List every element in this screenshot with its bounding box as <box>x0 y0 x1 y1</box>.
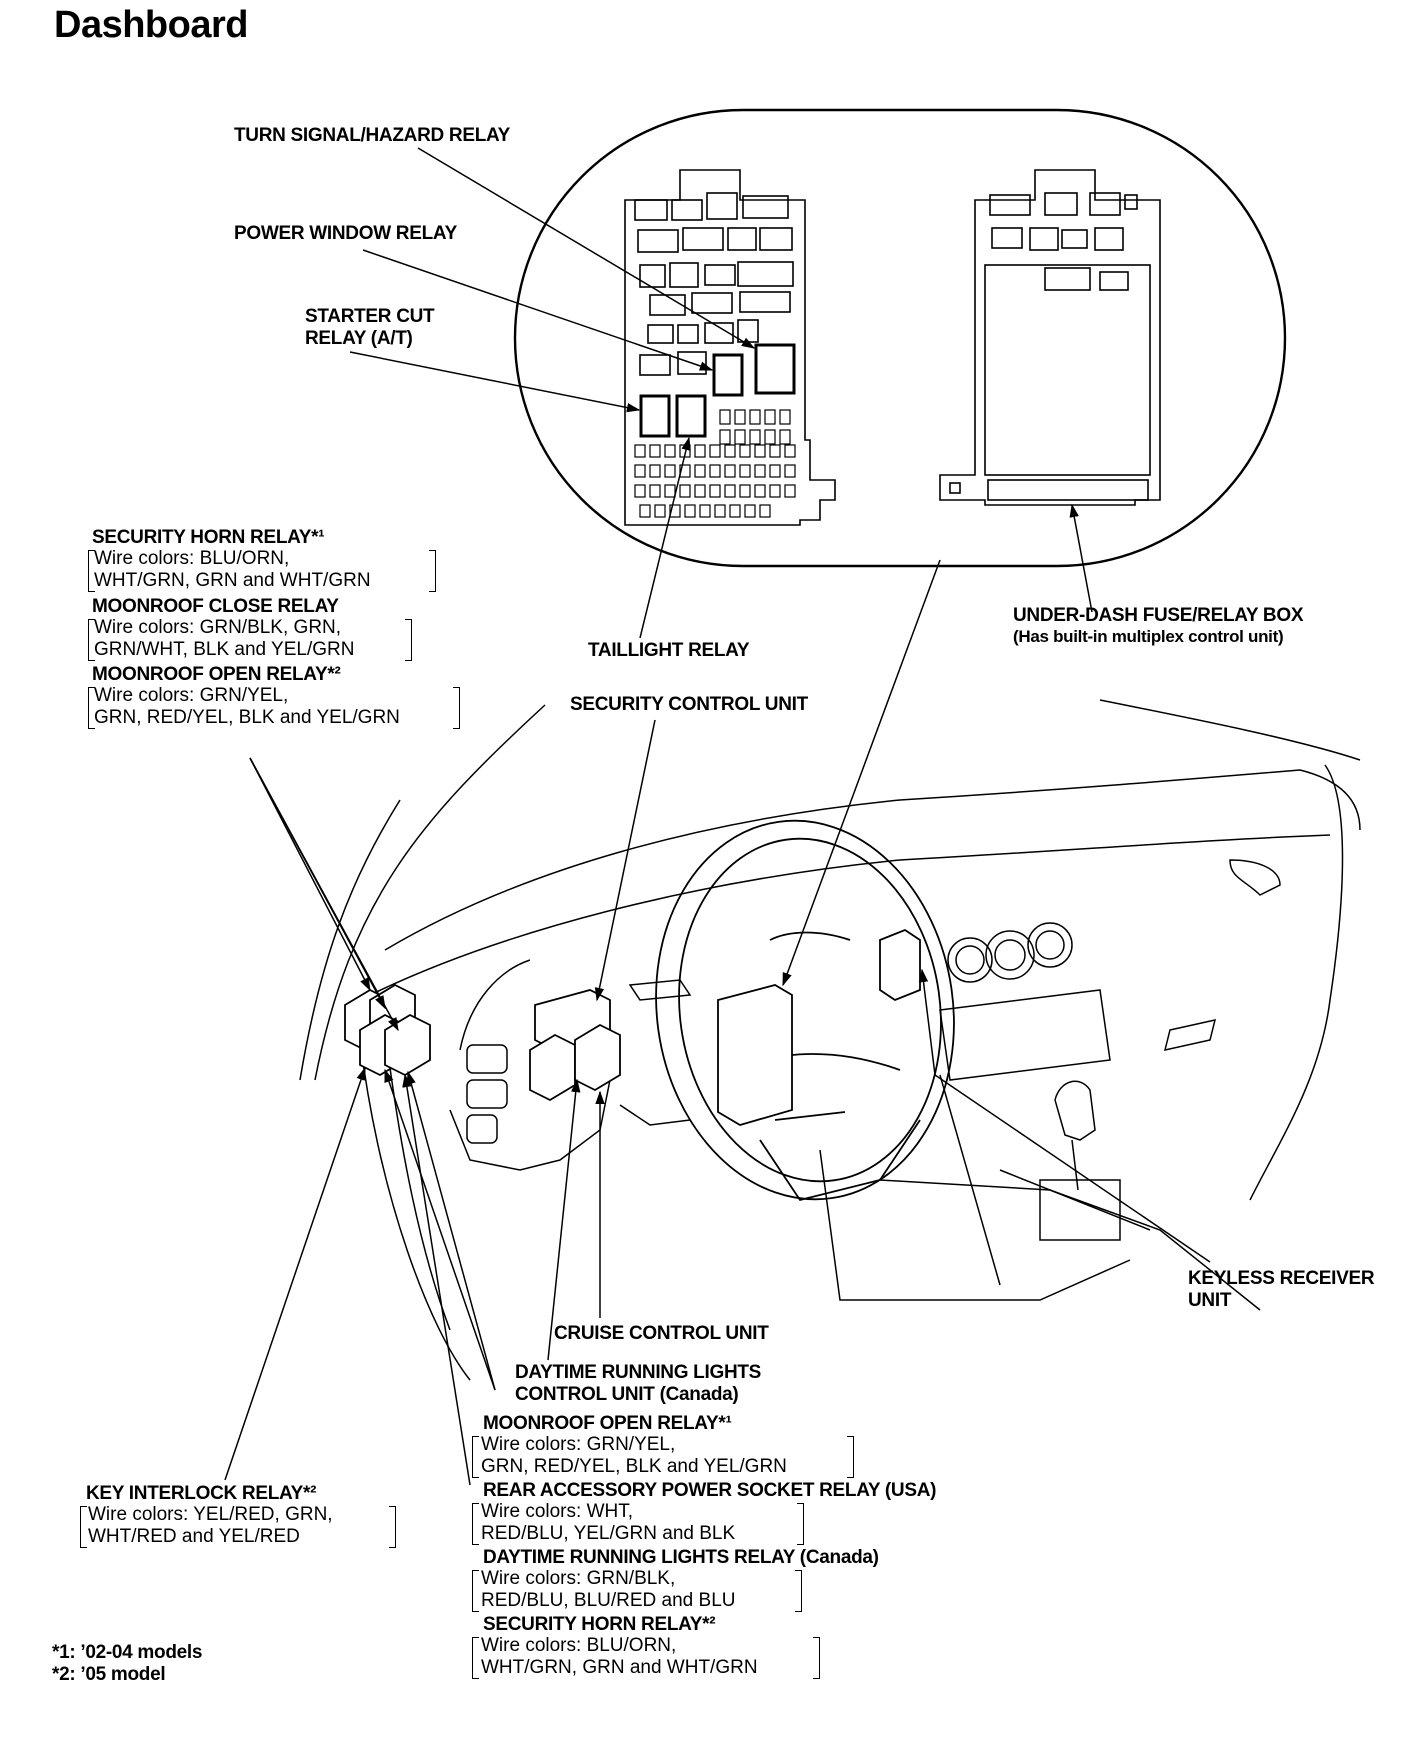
bracket-key-interlock <box>80 1504 396 1552</box>
component-boxes <box>344 928 921 1126</box>
wires-security-horn-2: Wire colors: BLU/ORN, WHT/GRN, GRN and W… <box>481 1635 758 1679</box>
wires-key-interlock: Wire colors: YEL/RED, GRN, WHT/RED and Y… <box>88 1504 333 1548</box>
label-key-interlock-relay: KEY INTERLOCK RELAY*² <box>86 1483 317 1504</box>
wires-moonroof-open-2-b: GRN, RED/YEL, BLK and YEL/GRN <box>94 707 400 728</box>
page-title: Dashboard <box>54 4 248 46</box>
label-drl-relay: DAYTIME RUNNING LIGHTS RELAY (Canada) <box>483 1547 879 1568</box>
bracket-rear-accessory <box>472 1501 804 1549</box>
label-keyless-line1: KEYLESS RECEIVER <box>1188 1268 1375 1289</box>
label-under-dash-line2: (Has built-in multiplex control unit) <box>1013 627 1284 646</box>
bracket-moonroof-close <box>88 617 412 665</box>
label-drl-control-line1: DAYTIME RUNNING LIGHTS <box>515 1362 762 1383</box>
label-drl-control-line2: CONTROL UNIT (Canada) <box>515 1384 739 1405</box>
wires-rear-accessory-b: RED/BLU, YEL/GRN and BLK <box>481 1523 736 1544</box>
wires-drl-relay-a: Wire colors: GRN/BLK, <box>481 1568 676 1589</box>
label-security-control-unit: SECURITY CONTROL UNIT <box>570 694 808 715</box>
wires-moonroof-close-a: Wire colors: GRN/BLK, GRN, <box>94 617 342 638</box>
label-taillight-relay: TAILLIGHT RELAY <box>588 640 750 661</box>
wires-moonroof-open-2-a: Wire colors: GRN/YEL, <box>94 685 289 706</box>
highlighted-relays <box>639 343 796 438</box>
label-starter-cut-line2: RELAY (A/T) <box>305 328 413 349</box>
wires-security-horn-2-b: WHT/GRN, GRN and WHT/GRN <box>481 1657 758 1678</box>
label-drl-control-unit: DAYTIME RUNNING LIGHTS CONTROL UNIT (Can… <box>515 1362 761 1406</box>
dashboard-line-art <box>299 699 1361 1381</box>
wires-security-horn-1-b: WHT/GRN, GRN and WHT/GRN <box>94 570 371 591</box>
wires-security-horn-2-a: Wire colors: BLU/ORN, <box>481 1635 677 1656</box>
label-rear-accessory-relay: REAR ACCESSORY POWER SOCKET RELAY (USA) <box>483 1480 937 1501</box>
label-moonroof-open-relay-1: MOONROOF OPEN RELAY*¹ <box>483 1413 732 1434</box>
bracket-security-horn-2 <box>472 1635 820 1683</box>
label-under-dash-fuse-box: UNDER-DASH FUSE/RELAY BOX (Has built-in … <box>1013 605 1304 647</box>
footnote-1: *1: ’02-04 models <box>52 1642 203 1663</box>
label-security-horn-relay-1: SECURITY HORN RELAY*¹ <box>92 527 325 548</box>
bracket-security-horn-1 <box>88 548 436 596</box>
wires-drl-relay: Wire colors: GRN/BLK, RED/BLU, BLU/RED a… <box>481 1568 736 1612</box>
steering-wheel <box>655 819 955 1202</box>
wires-rear-accessory: Wire colors: WHT, RED/BLU, YEL/GRN and B… <box>481 1501 735 1545</box>
bracket-drl-relay <box>472 1568 802 1616</box>
wires-rear-accessory-a: Wire colors: WHT, <box>481 1501 633 1522</box>
label-moonroof-close-relay: MOONROOF CLOSE RELAY <box>92 596 339 617</box>
label-starter-cut-relay: STARTER CUT RELAY (A/T) <box>305 306 435 350</box>
leader-lines <box>224 147 1211 1486</box>
wires-security-horn-1-a: Wire colors: BLU/ORN, <box>94 548 290 569</box>
wires-moonroof-close-b: GRN/WHT, BLK and YEL/GRN <box>94 639 355 660</box>
wires-key-interlock-b: WHT/RED and YEL/RED <box>88 1526 300 1547</box>
wires-moonroof-open-1-b: GRN, RED/YEL, BLK and YEL/GRN <box>481 1456 787 1477</box>
bracket-moonroof-open-1 <box>472 1434 854 1482</box>
label-cruise-control-unit: CRUISE CONTROL UNIT <box>554 1323 769 1344</box>
wires-key-interlock-a: Wire colors: YEL/RED, GRN, <box>88 1504 333 1525</box>
label-security-horn-relay-2: SECURITY HORN RELAY*² <box>483 1614 716 1635</box>
wires-security-horn-1: Wire colors: BLU/ORN, WHT/GRN, GRN and W… <box>94 548 371 592</box>
wires-moonroof-close: Wire colors: GRN/BLK, GRN, GRN/WHT, BLK … <box>94 617 354 661</box>
left-fuse-relay-box <box>624 169 836 526</box>
label-power-window-relay: POWER WINDOW RELAY <box>234 223 457 244</box>
wires-moonroof-open-1: Wire colors: GRN/YEL, GRN, RED/YEL, BLK … <box>481 1434 787 1478</box>
right-fuse-relay-box <box>939 169 1161 506</box>
label-keyless-receiver-unit: KEYLESS RECEIVER UNIT <box>1188 1268 1375 1312</box>
label-moonroof-open-relay-2: MOONROOF OPEN RELAY*² <box>92 664 341 685</box>
label-keyless-line2: UNIT <box>1188 1290 1232 1311</box>
label-starter-cut-line1: STARTER CUT <box>305 306 435 327</box>
label-turn-signal-relay: TURN SIGNAL/HAZARD RELAY <box>234 125 511 146</box>
wires-moonroof-open-2: Wire colors: GRN/YEL, GRN, RED/YEL, BLK … <box>94 685 400 729</box>
bracket-moonroof-open-2 <box>88 685 460 733</box>
wires-drl-relay-b: RED/BLU, BLU/RED and BLU <box>481 1590 736 1611</box>
label-under-dash-line1: UNDER-DASH FUSE/RELAY BOX <box>1013 605 1304 626</box>
footnotes: *1: ’02-04 models *2: ’05 model <box>52 1642 202 1686</box>
footnote-2: *2: ’05 model <box>52 1664 166 1685</box>
fuse-box-enclosure <box>513 108 1287 568</box>
wires-moonroof-open-1-a: Wire colors: GRN/YEL, <box>481 1434 676 1455</box>
